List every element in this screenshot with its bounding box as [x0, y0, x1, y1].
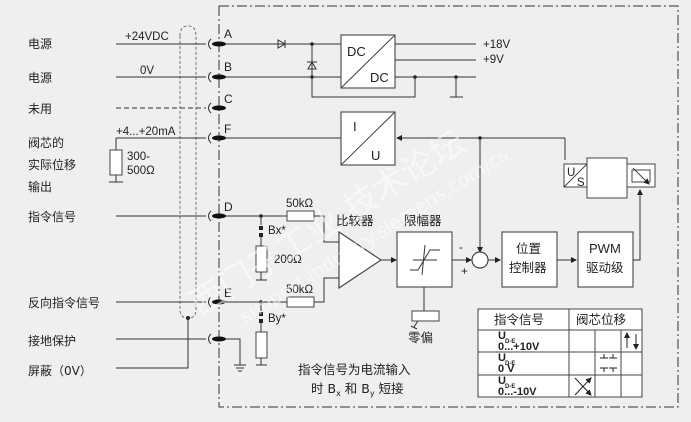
- label-command: 指令信号: [28, 209, 76, 224]
- zero-offset-label: 零偏: [408, 330, 433, 345]
- output-9v: +9V: [483, 54, 504, 66]
- converter-u-label: U: [371, 148, 380, 163]
- dcdc-top-label: DC: [347, 44, 366, 59]
- pin-e: E: [224, 286, 232, 300]
- label-power-b: 电源: [28, 71, 52, 85]
- comparator-triangle: [338, 230, 383, 290]
- label-shield: 屏蔽（0V）: [28, 364, 92, 378]
- pin-socket-icon: [208, 102, 212, 114]
- pin-plug-icon: [212, 213, 226, 219]
- table-row-zero: 0 V: [498, 363, 515, 375]
- pin-a: A: [224, 27, 232, 41]
- position-controller-block: [501, 231, 558, 288]
- svg-text:U: U: [498, 352, 506, 364]
- label-feedback-3: 输出: [28, 179, 52, 194]
- pin-c: C: [224, 92, 233, 106]
- resistor-by: [255, 331, 268, 359]
- output-18v: +18V: [483, 39, 511, 51]
- pin-socket-icon: [208, 38, 212, 50]
- sum-minus-sign: -: [459, 242, 463, 254]
- table-row-plus10: 0...+10V: [498, 341, 540, 353]
- wire-label-24vdc: +24VDC: [125, 31, 169, 43]
- connector-pins: [208, 38, 226, 345]
- position-controller-label-1: 位置: [516, 241, 541, 256]
- pin-plug-icon: [212, 135, 226, 141]
- pin-plug-icon: [212, 74, 226, 80]
- pin-plug-icon: [212, 299, 226, 305]
- label-power-a: 电源: [28, 37, 52, 51]
- dcdc-bottom-label: DC: [370, 70, 389, 85]
- label-ground-protect: 接地保护: [28, 333, 76, 348]
- ground-symbol-icon: [450, 77, 463, 98]
- sensor-u-label: U: [567, 167, 575, 179]
- note-line-1: 指令信号为电流输入: [298, 362, 411, 377]
- svg-text:D-E: D-E: [505, 361, 515, 367]
- sum-plus-sign: +: [461, 266, 468, 278]
- zener-diode-icon: [307, 60, 317, 70]
- note-line-2: 时 Bx 和 By 短接: [311, 381, 404, 398]
- load-resistor-label-2: 500Ω: [127, 165, 155, 177]
- label-feedback-2: 实际位移: [28, 157, 76, 172]
- bridge-bx-label: Bx*: [268, 225, 286, 237]
- resistor-top-label: 50kΩ: [286, 198, 314, 210]
- comparator-label: 比较器: [336, 213, 374, 228]
- pin-plug-icon: [212, 105, 226, 111]
- pin-socket-icon: [208, 132, 212, 144]
- pin-socket-icon: [208, 210, 212, 222]
- zero-offset-potentiometer: [411, 310, 440, 322]
- sensor-s-label: S: [577, 177, 585, 189]
- summing-junction: [471, 251, 489, 269]
- svg-text:U: U: [498, 375, 506, 387]
- earth-ground-icon: [234, 364, 246, 372]
- pin-plug-icon: [212, 336, 226, 342]
- table-header-spool: 阀芯位移: [576, 312, 626, 327]
- valve-body: [586, 157, 628, 199]
- pin-socket-icon: [208, 333, 212, 345]
- load-resistor: [109, 149, 123, 176]
- label-feedback-1: 阀芯的: [28, 135, 64, 150]
- resistor-200-label: 200Ω: [274, 254, 302, 266]
- pin-d: D: [224, 200, 233, 214]
- svg-text:U: U: [498, 330, 506, 342]
- enclosure-border: [218, 5, 679, 408]
- pin-socket-icon: [208, 296, 212, 308]
- command-table: 指令信号 阀芯位移 U D-E 0...+10V U D-E 0 V U D-E…: [477, 308, 643, 398]
- resistor-bottom-label: 50kΩ: [286, 284, 314, 296]
- load-resistor-label-1: 300-: [127, 151, 150, 163]
- pin-plug-icon: [212, 41, 226, 47]
- pin-socket-icon: [208, 71, 212, 83]
- table-header-command: 指令信号: [494, 312, 544, 327]
- pin-b: B: [224, 60, 232, 74]
- pwm-label-2: 驱动级: [586, 260, 624, 275]
- diode-icon: [277, 39, 287, 49]
- bridge-by-label: By*: [268, 313, 286, 325]
- pin-f: F: [224, 122, 231, 136]
- shield-cable: [179, 25, 197, 319]
- wire-label-current: +4...+20mA: [116, 126, 176, 138]
- label-unused: 未用: [28, 102, 52, 116]
- label-inverse-command: 反向指令信号: [28, 295, 100, 310]
- limiter-label: 限幅器: [404, 213, 442, 228]
- wire-label-0v: 0V: [140, 65, 154, 77]
- svg-text:D-E: D-E: [505, 384, 515, 390]
- svg-text:D-E: D-E: [505, 339, 515, 345]
- position-controller-label-2: 控制器: [509, 260, 547, 275]
- pwm-label-1: PWM: [589, 241, 621, 256]
- converter-i-label: I: [353, 119, 357, 134]
- table-row-minus10: 0...-10V: [498, 386, 537, 398]
